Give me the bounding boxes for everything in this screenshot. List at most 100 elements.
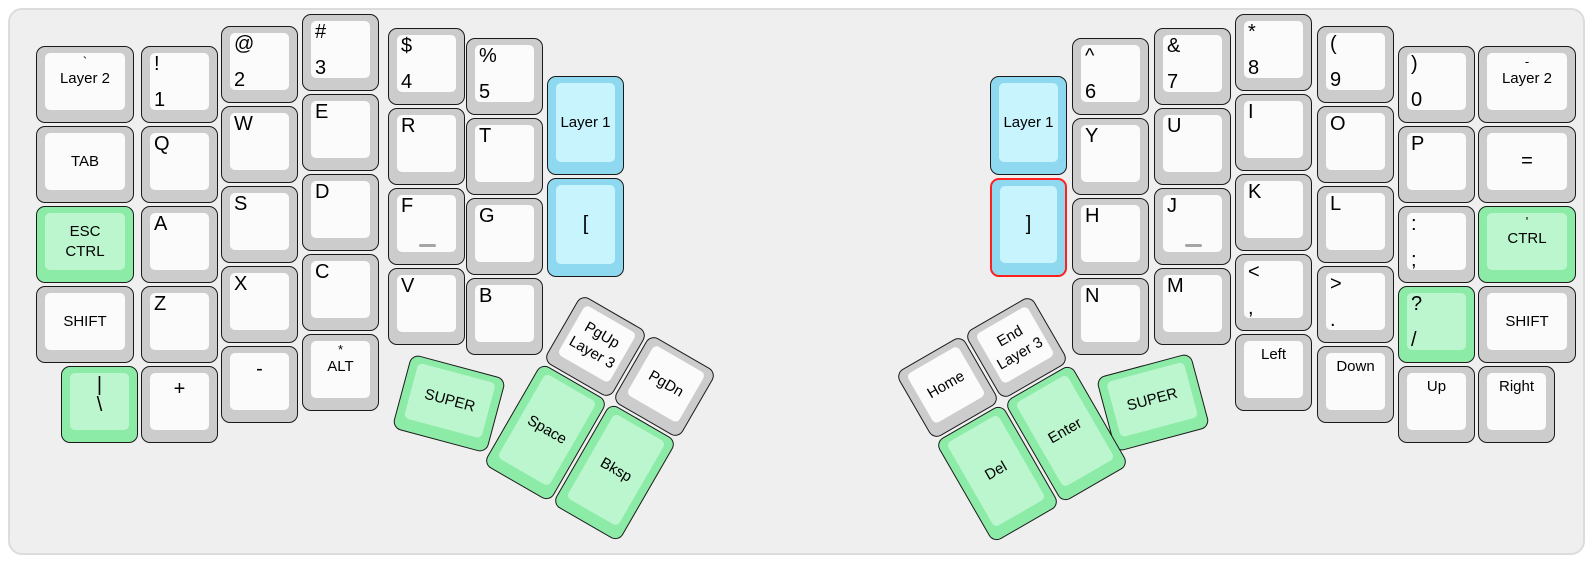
key-j-label: J [1167,195,1177,217]
key-0-label: ) [1411,53,1418,75]
key-right-bracket-label: ] [1025,213,1032,235]
key-r-label: R [401,115,416,137]
key-3[interactable]: #3 [302,14,379,91]
key-super-left-label: SUPER [422,385,477,416]
key-t-label: T [479,125,492,147]
key-h[interactable]: H [1072,198,1149,275]
key-grave-layer2[interactable]: `Layer 2 [36,46,134,123]
key-minus-cap: - [230,353,289,410]
key-super-left-cap: SUPER [403,362,496,439]
key-super-left[interactable]: SUPER [391,353,507,454]
key-4[interactable]: $4 [388,28,465,105]
key-0[interactable]: )0 [1398,46,1475,123]
key-left-bracket[interactable]: [ [547,178,624,277]
key-u[interactable]: U [1154,108,1231,185]
key-question-slash[interactable]: ?/ [1398,286,1475,363]
key-arrow-left[interactable]: Left [1235,334,1312,411]
key-2[interactable]: @2 [221,26,298,103]
key-comma[interactable]: <, [1235,254,1312,331]
key-asterisk-alt-sub-label: * [337,342,344,357]
key-8-label: 8 [1248,57,1260,79]
key-i[interactable]: I [1235,94,1312,171]
key-6[interactable]: ^6 [1072,38,1149,115]
key-b[interactable]: B [466,278,543,355]
key-period[interactable]: >. [1317,266,1394,343]
key-1-label: ! [154,53,160,75]
key-p[interactable]: P [1398,126,1475,203]
key-layer1-right[interactable]: Layer 1 [990,76,1067,175]
key-g-cap: G [475,205,534,262]
key-quote-ctrl-sub-label: ' [1525,214,1529,229]
key-quote-ctrl-main-label: CTRL [1507,230,1547,247]
key-4-label: $ [401,35,413,57]
key-minus-layer2[interactable]: -Layer 2 [1478,46,1576,123]
key-minus[interactable]: - [221,346,298,423]
key-pipe-backslash-labels: |\ [70,373,129,430]
key-k[interactable]: K [1235,174,1312,251]
key-8[interactable]: *8 [1235,14,1312,91]
key-shift-left[interactable]: SHIFT [36,286,134,363]
key-v[interactable]: V [388,268,465,345]
key-quote-ctrl[interactable]: 'CTRL [1478,206,1576,283]
key-q[interactable]: Q [141,126,218,203]
key-t[interactable]: T [466,118,543,195]
key-pipe-backslash-line2: \ [96,394,103,416]
key-comma-label: < [1248,261,1260,283]
key-r[interactable]: R [388,108,465,185]
key-a-label: A [154,213,168,235]
key-v-label: V [401,275,415,297]
key-x-cap: X [230,273,289,330]
key-i-label: I [1248,101,1254,123]
key-period-label: . [1330,309,1336,331]
key-d[interactable]: D [302,174,379,251]
key-s[interactable]: S [221,186,298,263]
key-arrow-right[interactable]: Right [1478,366,1555,443]
key-pipe-backslash[interactable]: |\ [61,366,138,443]
key-m[interactable]: M [1154,268,1231,345]
key-y[interactable]: Y [1072,118,1149,195]
key-w-label: W [234,113,253,135]
key-e[interactable]: E [302,94,379,171]
key-3-cap: #3 [311,21,370,79]
key-f-homing-bar [418,244,436,247]
key-arrow-right-label: Right [1498,378,1535,395]
key-o[interactable]: O [1317,106,1394,183]
key-4-cap: $4 [397,35,456,93]
key-5[interactable]: %5 [466,38,543,115]
key-layer1-left-label: Layer 1 [560,114,611,131]
key-g[interactable]: G [466,198,543,275]
key-9-label: ( [1330,33,1337,55]
key-question-slash-label: ? [1411,293,1423,315]
key-z[interactable]: Z [141,286,218,363]
key-layer1-left[interactable]: Layer 1 [547,76,624,175]
key-l[interactable]: L [1317,186,1394,263]
key-plus-label: + [173,378,186,400]
key-shift-right[interactable]: SHIFT [1478,286,1576,363]
key-right-bracket[interactable]: ] [990,178,1067,277]
key-asterisk-alt[interactable]: *ALT [302,334,379,411]
key-plus[interactable]: + [141,366,218,443]
key-1[interactable]: !1 [141,46,218,123]
key-f[interactable]: F [388,188,465,265]
key-n[interactable]: N [1072,278,1149,355]
key-x[interactable]: X [221,266,298,343]
key-a-cap: A [150,213,209,270]
key-minus-layer2-cap: -Layer 2 [1487,53,1567,110]
key-a[interactable]: A [141,206,218,283]
key-9[interactable]: (9 [1317,26,1394,103]
key-c[interactable]: C [302,254,379,331]
key-arrow-up[interactable]: Up [1398,366,1475,443]
key-q-label: Q [154,133,170,155]
key-pgdn-label: PgDn [645,367,687,401]
key-7[interactable]: &7 [1154,28,1231,105]
key-j[interactable]: J [1154,188,1231,265]
key-shift-right-cap: SHIFT [1487,293,1567,350]
key-semicolon[interactable]: :; [1398,206,1475,283]
key-tab[interactable]: TAB [36,126,134,203]
key-arrow-down[interactable]: Down [1317,346,1394,423]
key-equals[interactable]: = [1478,126,1576,203]
key-w[interactable]: W [221,106,298,183]
